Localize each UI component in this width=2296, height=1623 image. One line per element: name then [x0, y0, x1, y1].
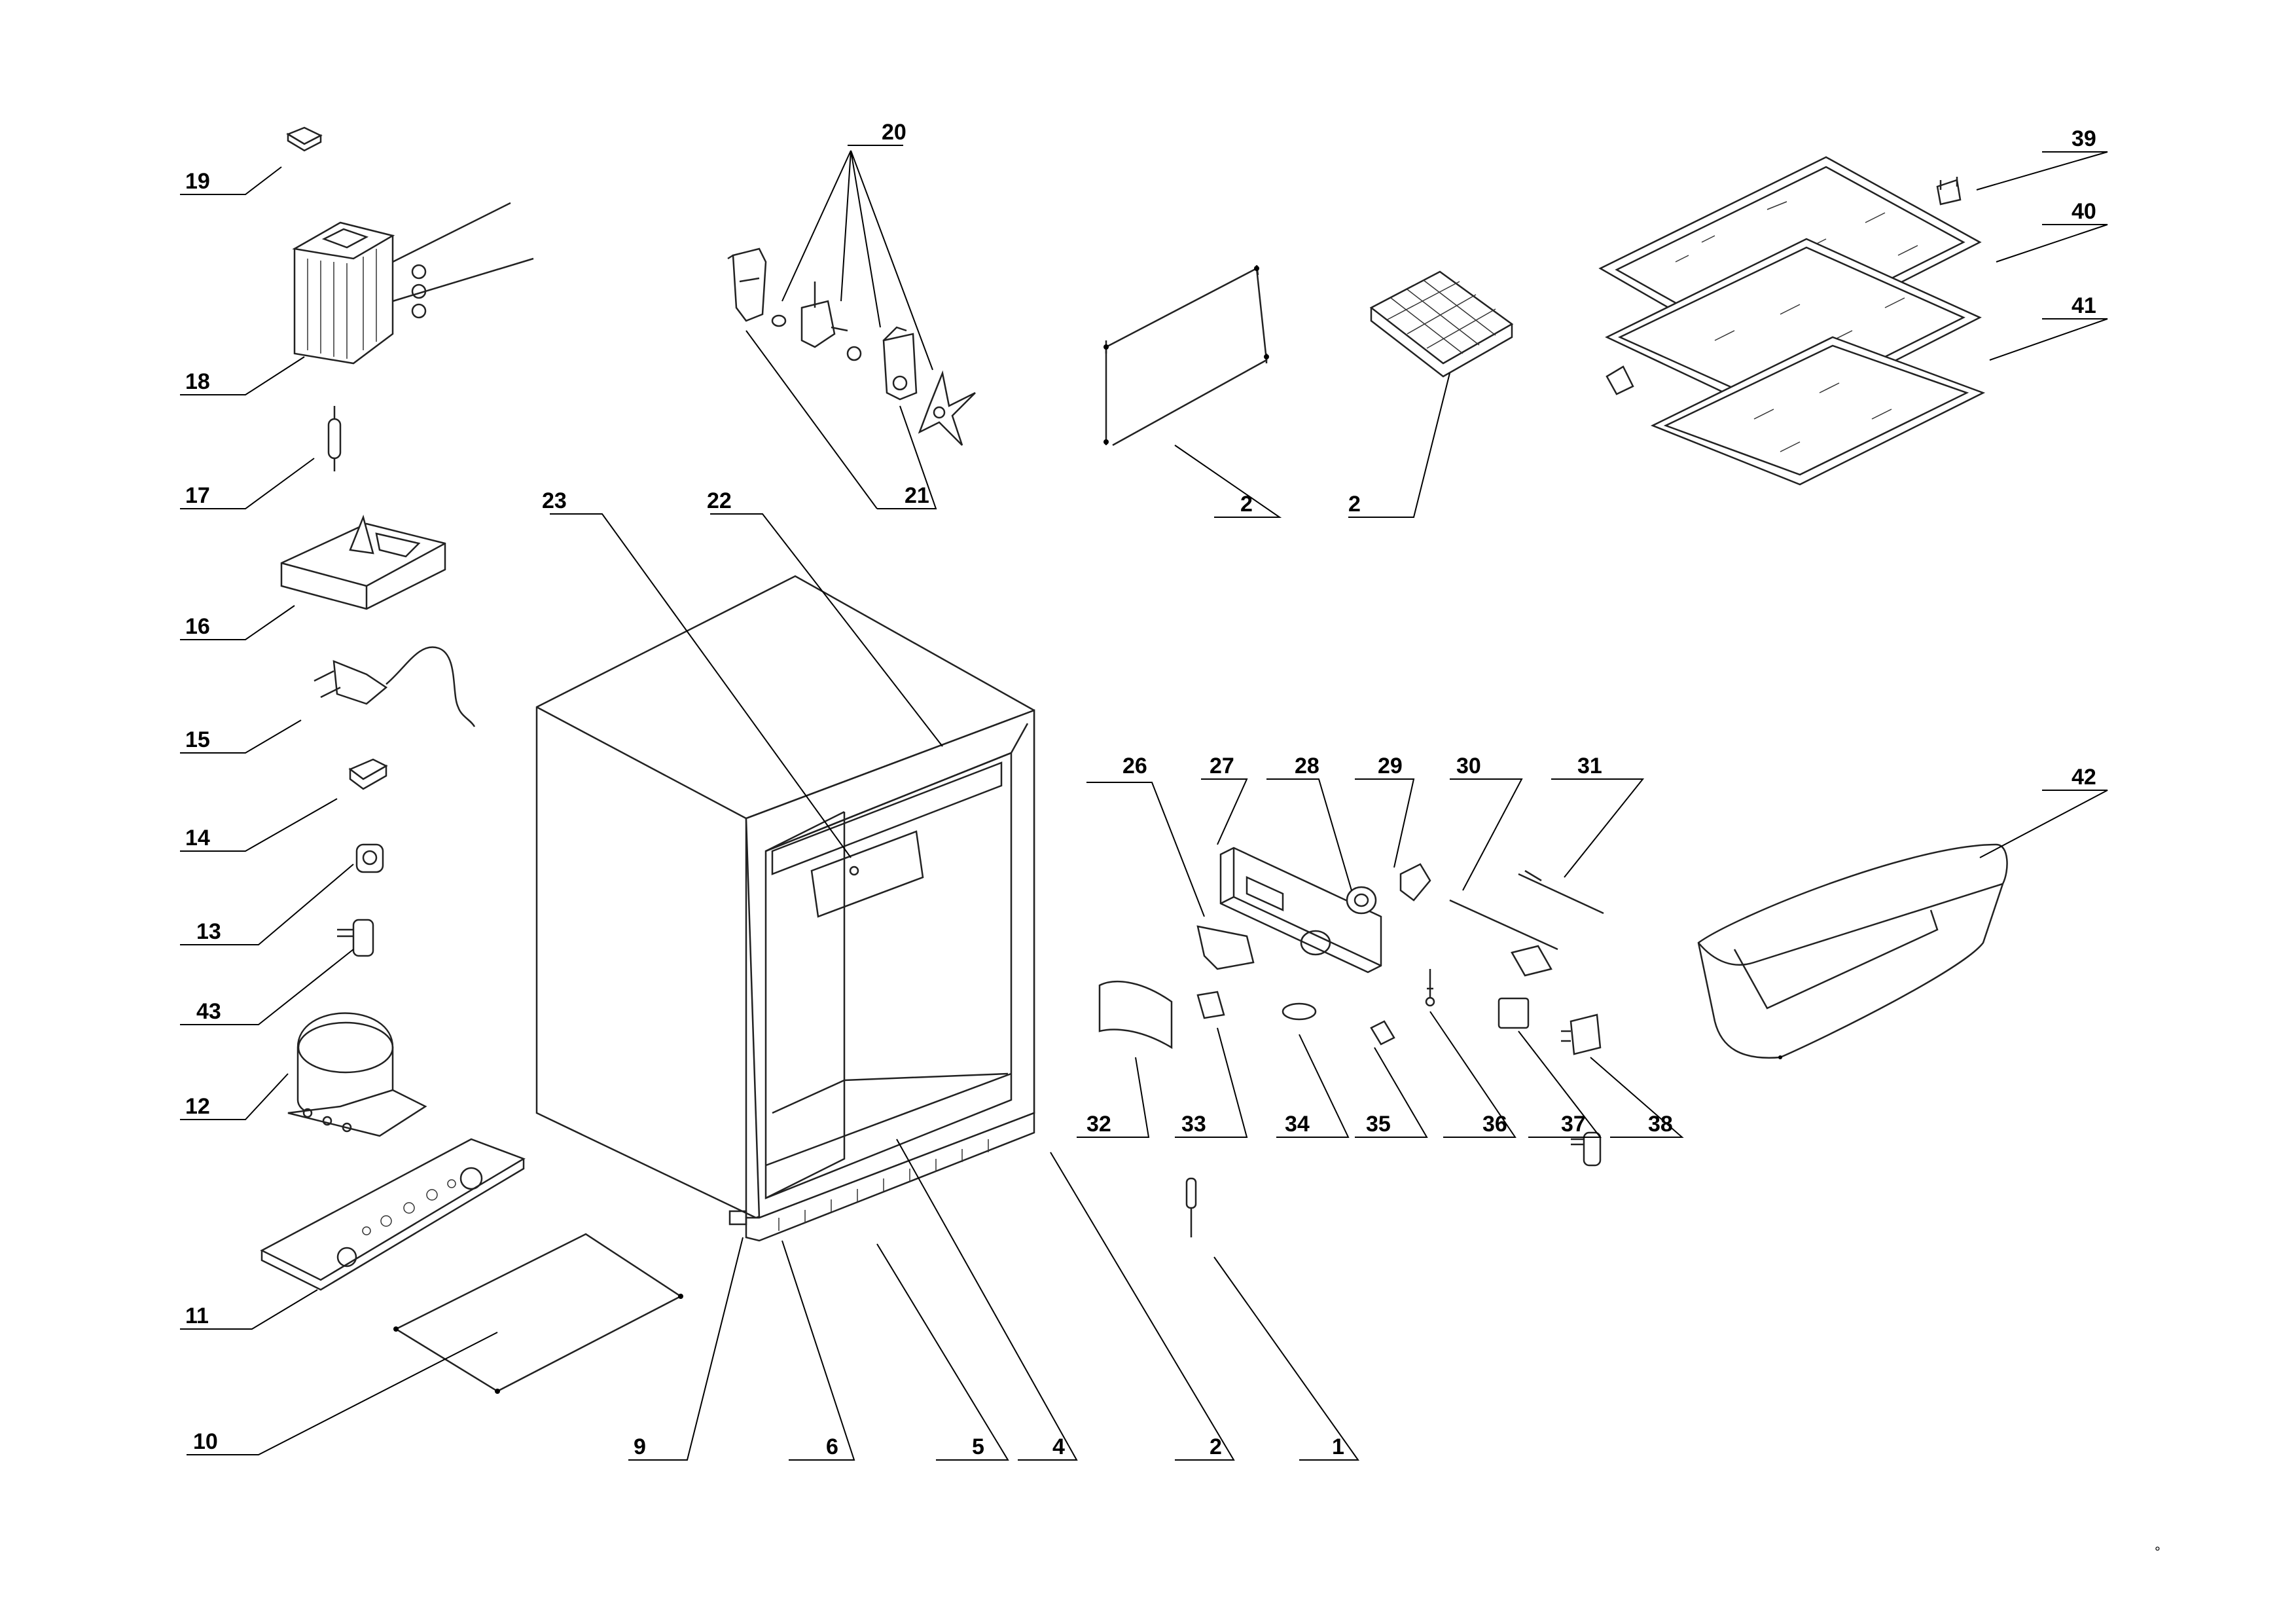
- part-19-clip-icon: [286, 126, 323, 152]
- part-12-compressor-icon: [287, 1012, 427, 1137]
- callout-34: 34: [1285, 1112, 1310, 1137]
- part-34-knob-icon: [1282, 1002, 1317, 1021]
- part-36-screw-icon: [1425, 969, 1435, 1007]
- part-2-ice-tray-icon: [1369, 270, 1514, 378]
- callout-20: 20: [882, 120, 906, 145]
- callout-42: 42: [2072, 765, 2096, 790]
- part-27-thermostat-housing-icon: [1219, 847, 1382, 974]
- part-40-glass-shelf-icon: [1598, 156, 1982, 420]
- part-32-cover-icon: [1098, 981, 1173, 1049]
- part-37-sensor-icon: [1498, 997, 1602, 1167]
- part-1-pin-icon: [1185, 1177, 1197, 1237]
- callout-43: 43: [196, 999, 221, 1024]
- callout-23: 23: [542, 488, 567, 513]
- callout-15: 15: [185, 727, 210, 752]
- part-14-relay-icon: [348, 758, 388, 790]
- part-18-condenser-icon: [292, 202, 534, 365]
- callout-41: 41: [2072, 293, 2096, 318]
- part-28-knob-icon: [1346, 886, 1377, 915]
- callout-21: 21: [905, 483, 929, 508]
- callout-16: 16: [185, 614, 210, 639]
- callout-27: 27: [1210, 754, 1234, 778]
- part-29-clip-icon: [1399, 863, 1431, 902]
- callout-28: 28: [1295, 754, 1319, 778]
- cabinet-body-icon: [535, 575, 1035, 1242]
- part-26-lamp-cover-icon: [1196, 925, 1255, 970]
- callout-33: 33: [1181, 1112, 1206, 1137]
- callout-14: 14: [185, 826, 210, 850]
- part-13-thermostat-icon: [355, 843, 384, 873]
- callout-36: 36: [1482, 1112, 1507, 1137]
- callout-37: 37: [1561, 1112, 1586, 1137]
- part-38-connector-icon: [1561, 1013, 1602, 1055]
- callout-26: 26: [1122, 754, 1147, 778]
- callout-38: 38: [1648, 1112, 1673, 1137]
- part-31-wire-icon: [1518, 869, 1604, 915]
- part-42-door-bin-icon: [1697, 843, 2008, 1059]
- part-11-base-plate-icon: [260, 1138, 526, 1291]
- callout-30: 30: [1456, 754, 1481, 778]
- callout-2: 2: [1348, 492, 1361, 517]
- part-10-back-sheet-icon: [393, 1233, 683, 1394]
- callout-22: 22: [707, 488, 732, 513]
- part-35-switch-icon: [1370, 1020, 1395, 1046]
- part-20-fan-assembly-icon: [727, 247, 976, 446]
- callout-40: 40: [2072, 199, 2096, 224]
- corner-mark: °: [2155, 1544, 2161, 1560]
- part-41-glass-shelf-icon: [1605, 336, 1986, 486]
- callout-19: 19: [185, 169, 210, 194]
- callout-31: 31: [1577, 754, 1602, 778]
- part-39-bracket-icon: [1936, 177, 1962, 206]
- callout-29: 29: [1378, 754, 1403, 778]
- part-16-control-box-icon: [280, 515, 446, 610]
- callout-11: 11: [185, 1304, 209, 1328]
- callout-10: 10: [193, 1429, 218, 1454]
- callout-12: 12: [185, 1094, 210, 1119]
- callout-1: 1: [1332, 1434, 1344, 1459]
- part-17-filter-icon: [327, 406, 342, 471]
- callout-4: 4: [1052, 1434, 1065, 1459]
- callout-9: 9: [634, 1434, 646, 1459]
- part-2-cover-panel-icon: [1103, 264, 1269, 447]
- leader-lines: [180, 145, 2108, 1461]
- callout-6: 6: [826, 1434, 838, 1459]
- part-30-wire-icon: [1449, 899, 1558, 977]
- callout-5: 5: [972, 1434, 984, 1459]
- callout-17: 17: [185, 483, 210, 508]
- callout-2: 2: [1210, 1434, 1222, 1459]
- part-43-sensor-icon: [337, 919, 374, 957]
- callout-18: 18: [185, 369, 210, 394]
- callout-35: 35: [1366, 1112, 1391, 1137]
- callout-labels: 19 18 17 16 15 14 13 43 12 11 10 9 6 5 4…: [185, 120, 2161, 1560]
- part-15-power-plug-icon: [314, 646, 476, 727]
- part-33-bulb-socket-icon: [1196, 991, 1225, 1019]
- callout-32: 32: [1086, 1112, 1111, 1137]
- callout-13: 13: [196, 919, 221, 944]
- callout-2: 2: [1240, 492, 1253, 517]
- callout-39: 39: [2072, 126, 2096, 151]
